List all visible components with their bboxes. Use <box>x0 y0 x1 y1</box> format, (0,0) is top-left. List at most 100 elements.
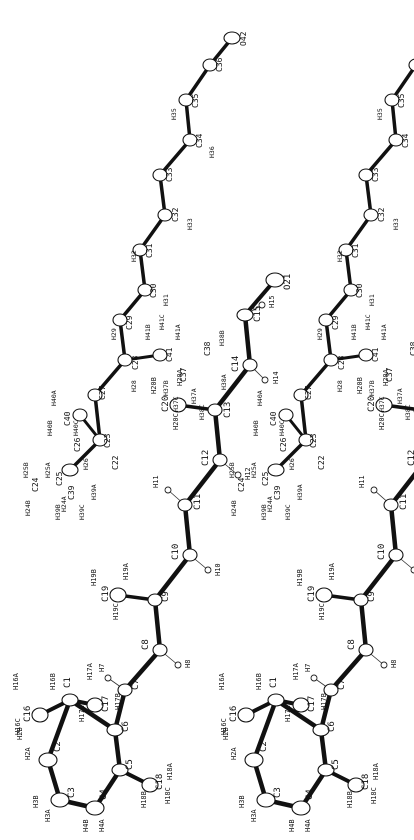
label-h11: H11 <box>152 475 160 488</box>
label-c31: C31 <box>145 243 154 258</box>
label-c23: C23 <box>103 433 112 448</box>
label-c10: C10 <box>171 544 181 560</box>
label-h39b: H39B <box>54 504 62 520</box>
atom-c7 <box>117 683 133 697</box>
label-h25a: H25A <box>44 462 52 478</box>
label-c7: C7 <box>131 679 141 690</box>
label-h37c: H37C <box>172 396 180 412</box>
label-c32: C32 <box>171 207 180 222</box>
label-h14: H14 <box>272 371 280 384</box>
label-h15: H15 <box>268 295 276 308</box>
label-c12: C12 <box>201 450 211 466</box>
bond-c9-c10 <box>152 552 193 603</box>
label-h32: H32 <box>130 250 138 262</box>
label-h4a: H4A <box>98 819 106 832</box>
label-c3: C3 <box>67 787 77 798</box>
atom-c15 <box>236 308 254 322</box>
label-c41: C41 <box>165 347 174 362</box>
label-c5: C5 <box>125 759 135 770</box>
atom-c20 <box>169 397 187 413</box>
atom-c19 <box>109 587 127 603</box>
label-c17: C17 <box>101 696 111 712</box>
label-h28: H28 <box>130 380 138 392</box>
label-h18c: H18C <box>164 787 172 804</box>
label-c33: C33 <box>165 167 174 182</box>
label-c36: C36 <box>215 57 224 72</box>
label-c30: C30 <box>149 283 158 298</box>
label-c14: C14 <box>231 356 241 372</box>
label-h37a: H37A <box>190 388 198 404</box>
atom-c17 <box>86 697 104 713</box>
bond-c7-c8 <box>122 647 163 693</box>
label-c9: C9 <box>161 591 171 602</box>
label-h2b: H2B <box>16 727 24 740</box>
label-c16: C16 <box>23 706 33 722</box>
label-h16a: H16A <box>12 672 20 690</box>
label-c8: C8 <box>141 639 151 650</box>
label-h38a: H38A <box>220 374 228 390</box>
label-c25: C25 <box>55 471 64 486</box>
label-h35: H35 <box>170 108 178 120</box>
label-c35: C35 <box>191 93 200 108</box>
atom-c11 <box>177 498 193 512</box>
atom-c4 <box>85 800 105 816</box>
label-h20b: H20B <box>150 377 158 394</box>
label-h20c: H20C <box>172 413 180 430</box>
bond-c13-c14 <box>212 362 253 413</box>
side-atoms <box>61 31 241 477</box>
label-c37: C37 <box>179 367 188 382</box>
label-h17c: H17C <box>78 705 86 722</box>
label-c11: C11 <box>193 494 203 510</box>
label-c1: C1 <box>63 677 73 688</box>
label-h20a: H20A <box>176 368 184 386</box>
atom-c9 <box>147 593 163 607</box>
bond-c6-c7 <box>112 687 128 733</box>
label-c27: C27 <box>98 385 107 400</box>
label-h24b: H24B <box>24 500 32 516</box>
label-c2: C2 <box>53 741 63 752</box>
label-c18: C18 <box>155 774 165 790</box>
label-h38c: H38C <box>198 404 206 420</box>
bond-c10-c11 <box>182 502 193 558</box>
label-h16c: H16C <box>14 718 22 735</box>
atom-c13 <box>207 403 223 417</box>
label-h41c: H41C <box>158 314 166 330</box>
bond-c1-c2 <box>45 697 73 763</box>
label-h25b: H25B <box>22 462 30 478</box>
right-side-molecule <box>226 29 414 522</box>
label-h40a: H40A <box>50 390 58 406</box>
label-c24: C24 <box>31 477 40 492</box>
label-h39c: H39C <box>78 504 86 520</box>
atom-c1 <box>61 693 79 707</box>
label-c22: C22 <box>111 455 120 470</box>
label-h26: H26 <box>82 458 90 470</box>
label-h19b: H19B <box>90 569 98 586</box>
label-h19a: H19A <box>122 562 130 580</box>
left-main-molecule: C1 C2 C3 C4 C5 C6 C7 C8 C9 C10 C11 C12 C… <box>12 272 293 832</box>
label-h40c: H40C <box>72 420 80 436</box>
label-h41b: H41B <box>144 324 152 340</box>
atom-c6 <box>106 723 124 737</box>
label-c15: C15 <box>253 306 263 322</box>
label-h17a: H17A <box>86 662 94 680</box>
label-c26: C26 <box>73 437 82 452</box>
label-h18a: H18A <box>166 762 174 780</box>
label-h39a: H39A <box>90 484 98 500</box>
side-labels: C22 C23 C24 C25 C26 C27 C28 C29 C30 C31 … <box>22 31 248 520</box>
label-o42: O42 <box>239 31 248 46</box>
atom-c8 <box>152 643 168 657</box>
label-h19c: H19C <box>112 603 120 620</box>
label-o21: O21 <box>283 274 293 290</box>
bond-c6-c1 <box>67 697 118 733</box>
label-h29: H29 <box>110 328 118 340</box>
label-c13: C13 <box>223 402 233 418</box>
atom-c3 <box>50 792 70 808</box>
label-h33: H33 <box>186 218 194 230</box>
label-h8: H8 <box>184 660 192 668</box>
label-h24a: H24A <box>60 496 68 512</box>
stereo-right-copy <box>218 29 414 832</box>
label-h37b: H37B <box>162 380 170 396</box>
label-c39: C39 <box>67 485 76 500</box>
label-h31: H31 <box>162 294 170 306</box>
